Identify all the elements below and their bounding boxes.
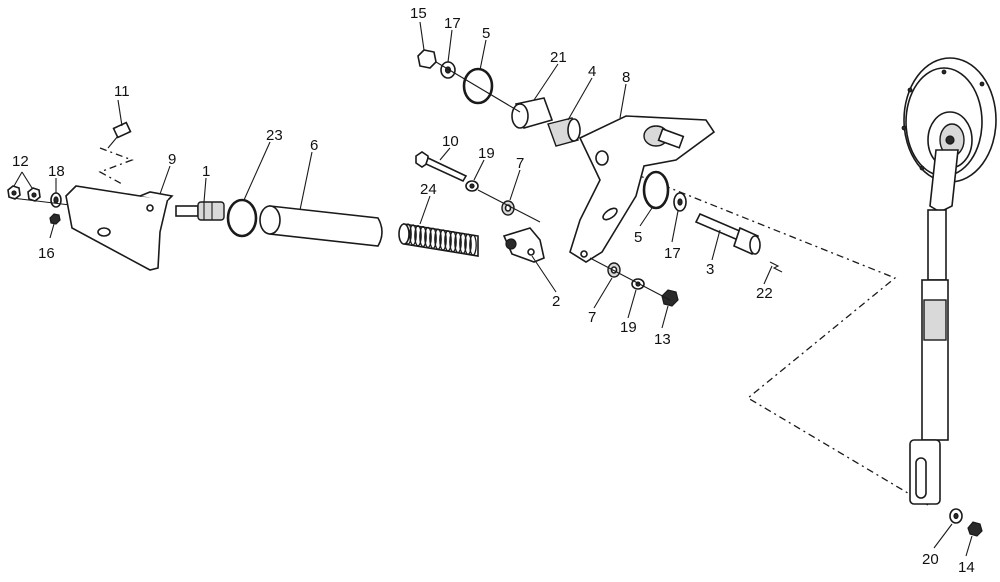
bracket-9 (65, 185, 174, 271)
spring-coil (444, 230, 452, 252)
label-14: 14 (958, 559, 975, 576)
pin-3 (694, 212, 761, 256)
nut-16 (49, 213, 61, 225)
label-3: 3 (706, 261, 714, 278)
label-2: 2 (552, 293, 560, 310)
assembly-dash-line (599, 159, 929, 506)
spring-coil (469, 234, 477, 256)
nut-13 (661, 289, 679, 307)
label-leaders (13, 21, 973, 557)
label-5b: 5 (634, 229, 642, 246)
spring-coil (434, 228, 442, 250)
label-16: 16 (38, 245, 55, 262)
bolt-10 (415, 151, 468, 183)
seal-ring-5b (642, 170, 670, 210)
label-20: 20 (922, 551, 939, 568)
label-24: 24 (420, 181, 437, 198)
spring-coil (419, 225, 427, 248)
spring-coil (459, 232, 467, 255)
clevis-2 (502, 227, 545, 263)
bushing-4 (547, 117, 581, 147)
spring-coil (454, 231, 462, 254)
label-19a: 19 (478, 145, 495, 162)
label-8: 8 (622, 69, 630, 86)
label-4: 4 (588, 63, 596, 80)
label-5a: 5 (482, 25, 490, 42)
label-17b: 17 (664, 245, 681, 262)
bolt-11 (107, 121, 132, 149)
spring-coil (424, 226, 432, 249)
spring-24 (398, 223, 479, 257)
label-12: 12 (12, 153, 29, 170)
cotter-pin-22 (769, 261, 783, 273)
stud-1 (175, 201, 225, 221)
spring-coil (429, 227, 437, 249)
nut-15 (417, 49, 437, 69)
label-15: 15 (410, 5, 427, 22)
label-21: 21 (550, 49, 567, 66)
part-number-labels: 11 12 18 16 9 1 23 6 24 10 19 7 2 7 19 1… (12, 5, 975, 576)
nut-12b (27, 187, 41, 202)
bushing-21 (511, 97, 554, 129)
seal-ring-5a (462, 67, 494, 105)
label-23: 23 (266, 127, 283, 144)
label-18: 18 (48, 163, 65, 180)
o-ring-23 (226, 198, 258, 238)
label-7b: 7 (588, 309, 596, 326)
spring-coil (409, 224, 417, 246)
adjuster-rod-20 (909, 149, 959, 505)
label-17a: 17 (444, 15, 461, 32)
spring-coil (439, 229, 447, 251)
label-9: 9 (168, 151, 176, 168)
spring-coil (414, 225, 422, 247)
nut-14 (967, 521, 983, 537)
label-1: 1 (202, 163, 210, 180)
spring-coil (449, 230, 457, 253)
label-22: 22 (756, 285, 773, 302)
nut-12a (7, 185, 21, 200)
label-11: 11 (114, 83, 130, 100)
bolt-dash-line (98, 147, 134, 185)
label-7a: 7 (516, 155, 524, 172)
pedal-arm-8 (569, 115, 716, 263)
spring-coil (464, 233, 472, 255)
label-13: 13 (654, 331, 671, 348)
label-19b: 19 (620, 319, 637, 336)
label-10: 10 (442, 133, 459, 150)
tube-6 (259, 205, 383, 247)
label-6: 6 (310, 137, 318, 154)
